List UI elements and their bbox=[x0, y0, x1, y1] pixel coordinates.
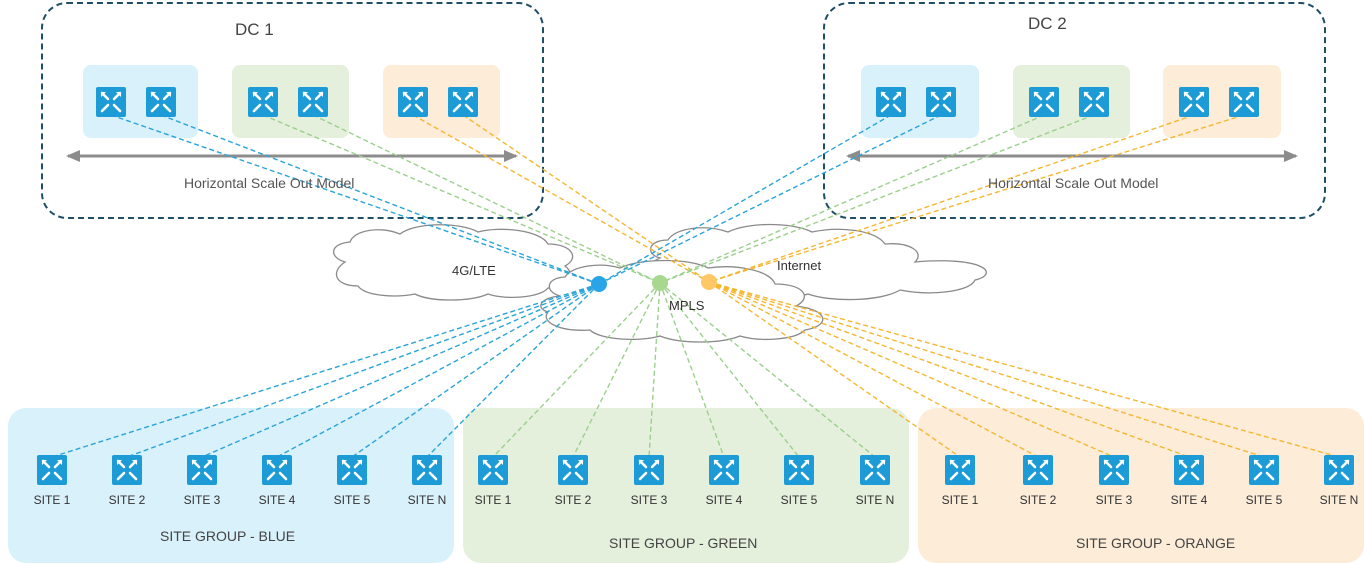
dc2-container bbox=[823, 2, 1326, 219]
dc1-orange-router-2-icon bbox=[448, 87, 478, 117]
site-green-2-label: SITE 2 bbox=[554, 493, 592, 507]
site-blue-5-line bbox=[351, 283, 600, 458]
connection-lines bbox=[51, 114, 1340, 458]
dc1-container bbox=[41, 2, 544, 219]
dc1-green-router-2-icon bbox=[298, 87, 328, 117]
site-blue-6-label: SITE N bbox=[407, 493, 447, 507]
site-green-3-label: SITE 3 bbox=[630, 493, 668, 507]
dc2-green-router-1-icon bbox=[1029, 87, 1059, 117]
site-blue-1-router-icon bbox=[37, 455, 67, 485]
site-blue-3-router-icon bbox=[187, 455, 217, 485]
site-green-5-line bbox=[659, 282, 800, 458]
site-orange-4-label: SITE 4 bbox=[1170, 493, 1208, 507]
dc1-green-router-1-icon bbox=[248, 87, 278, 117]
dc2-green-line-2 bbox=[659, 114, 1095, 284]
dc1-orange-line-2 bbox=[462, 114, 710, 283]
site-orange-3-line bbox=[708, 281, 1115, 458]
site-blue-2-line bbox=[126, 283, 600, 458]
site-blue-3-label: SITE 3 bbox=[183, 493, 221, 507]
site-orange-6-line bbox=[708, 281, 1340, 458]
site-green-6-router-icon bbox=[860, 455, 890, 485]
site-green-4-router-icon bbox=[709, 455, 739, 485]
site-blue-1-line bbox=[51, 283, 600, 458]
cloud-internet-label: Internet bbox=[777, 258, 822, 273]
dc2-title: DC 2 bbox=[1028, 14, 1067, 33]
site-blue-4-label: SITE 4 bbox=[258, 493, 296, 507]
site-green-3-line bbox=[648, 282, 661, 458]
dc1-blue-line-1 bbox=[110, 114, 600, 285]
site-orange-1-line bbox=[708, 281, 961, 458]
cloud-4g-lte-icon bbox=[332, 224, 574, 301]
dc1-scale-label: Horizontal Scale Out Model bbox=[184, 175, 355, 191]
dc2-green-router-2-icon bbox=[1079, 87, 1109, 117]
site-group-green-bg bbox=[463, 408, 909, 563]
site-orange-6-router-icon bbox=[1324, 455, 1354, 485]
site-orange-3-label: SITE 3 bbox=[1095, 493, 1133, 507]
site-orange-2-line bbox=[708, 281, 1039, 458]
site-orange-1-router-icon bbox=[945, 455, 975, 485]
site-blue-3-line bbox=[201, 283, 600, 458]
site-green-5-label: SITE 5 bbox=[780, 493, 818, 507]
dc2-orange-line-1 bbox=[708, 114, 1195, 283]
site-blue-4-router-icon bbox=[262, 455, 292, 485]
site-blue-2-router-icon bbox=[112, 455, 142, 485]
site-orange-1-label: SITE 1 bbox=[941, 493, 979, 507]
site-blue-4-line bbox=[276, 283, 600, 458]
dc1-title: DC 1 bbox=[235, 20, 274, 39]
dc2-blue-router-1-icon bbox=[876, 87, 906, 117]
hub-4g-lte bbox=[591, 276, 607, 292]
site-group-blue-bg bbox=[8, 408, 454, 563]
hub-internet bbox=[701, 274, 717, 290]
site-green-6-label: SITE N bbox=[855, 493, 895, 507]
site-green-1-router-icon bbox=[478, 455, 508, 485]
site-orange-5-label: SITE 5 bbox=[1245, 493, 1283, 507]
site-group-blue-label: SITE GROUP - BLUE bbox=[160, 528, 296, 544]
site-blue-1-label: SITE 1 bbox=[33, 493, 71, 507]
dc1-blue-router-1-icon bbox=[96, 87, 126, 117]
site-green-1-label: SITE 1 bbox=[474, 493, 512, 507]
hub-mpls bbox=[652, 275, 668, 291]
site-green-4-line bbox=[659, 282, 725, 458]
site-green-1-line bbox=[492, 282, 661, 458]
cloud-4g-lte-label: 4G/LTE bbox=[452, 263, 496, 278]
site-green-3-router-icon bbox=[634, 455, 664, 485]
site-green-5-router-icon bbox=[784, 455, 814, 485]
site-orange-2-label: SITE 2 bbox=[1019, 493, 1057, 507]
cloud-mpls-label: MPLS bbox=[669, 298, 705, 313]
dc2-orange-router-1-icon bbox=[1179, 87, 1209, 117]
site-blue-6-router-icon bbox=[412, 455, 442, 485]
site-blue-2-label: SITE 2 bbox=[108, 493, 146, 507]
dc2-scale-label: Horizontal Scale Out Model bbox=[988, 175, 1159, 191]
site-group-orange-label: SITE GROUP - ORANGE bbox=[1076, 535, 1236, 551]
site-orange-6-label: SITE N bbox=[1319, 493, 1359, 507]
site-green-4-label: SITE 4 bbox=[705, 493, 743, 507]
site-orange-4-line bbox=[708, 281, 1190, 458]
site-orange-2-router-icon bbox=[1023, 455, 1053, 485]
site-blue-6-line bbox=[426, 283, 600, 458]
dc2-green-line-1 bbox=[659, 114, 1045, 284]
site-orange-4-router-icon bbox=[1174, 455, 1204, 485]
site-green-2-router-icon bbox=[558, 455, 588, 485]
dc1-orange-router-1-icon bbox=[398, 87, 428, 117]
site-orange-5-router-icon bbox=[1249, 455, 1279, 485]
site-group-orange-bg bbox=[918, 408, 1364, 563]
site-green-2-line bbox=[572, 282, 661, 458]
site-green-6-line bbox=[659, 282, 876, 458]
dc1-blue-line-2 bbox=[160, 114, 600, 285]
dc1-blue-router-2-icon bbox=[146, 87, 176, 117]
dc1-green-line-2 bbox=[312, 114, 661, 284]
dc2-blue-router-2-icon bbox=[926, 87, 956, 117]
site-orange-5-line bbox=[708, 281, 1265, 458]
dc2-orange-router-2-icon bbox=[1229, 87, 1259, 117]
site-orange-3-router-icon bbox=[1099, 455, 1129, 485]
site-group-green-label: SITE GROUP - GREEN bbox=[609, 535, 758, 551]
site-blue-5-router-icon bbox=[337, 455, 367, 485]
dc2-orange-line-2 bbox=[708, 114, 1245, 283]
site-blue-5-label: SITE 5 bbox=[333, 493, 371, 507]
dc2-blue-line-1 bbox=[598, 114, 892, 285]
